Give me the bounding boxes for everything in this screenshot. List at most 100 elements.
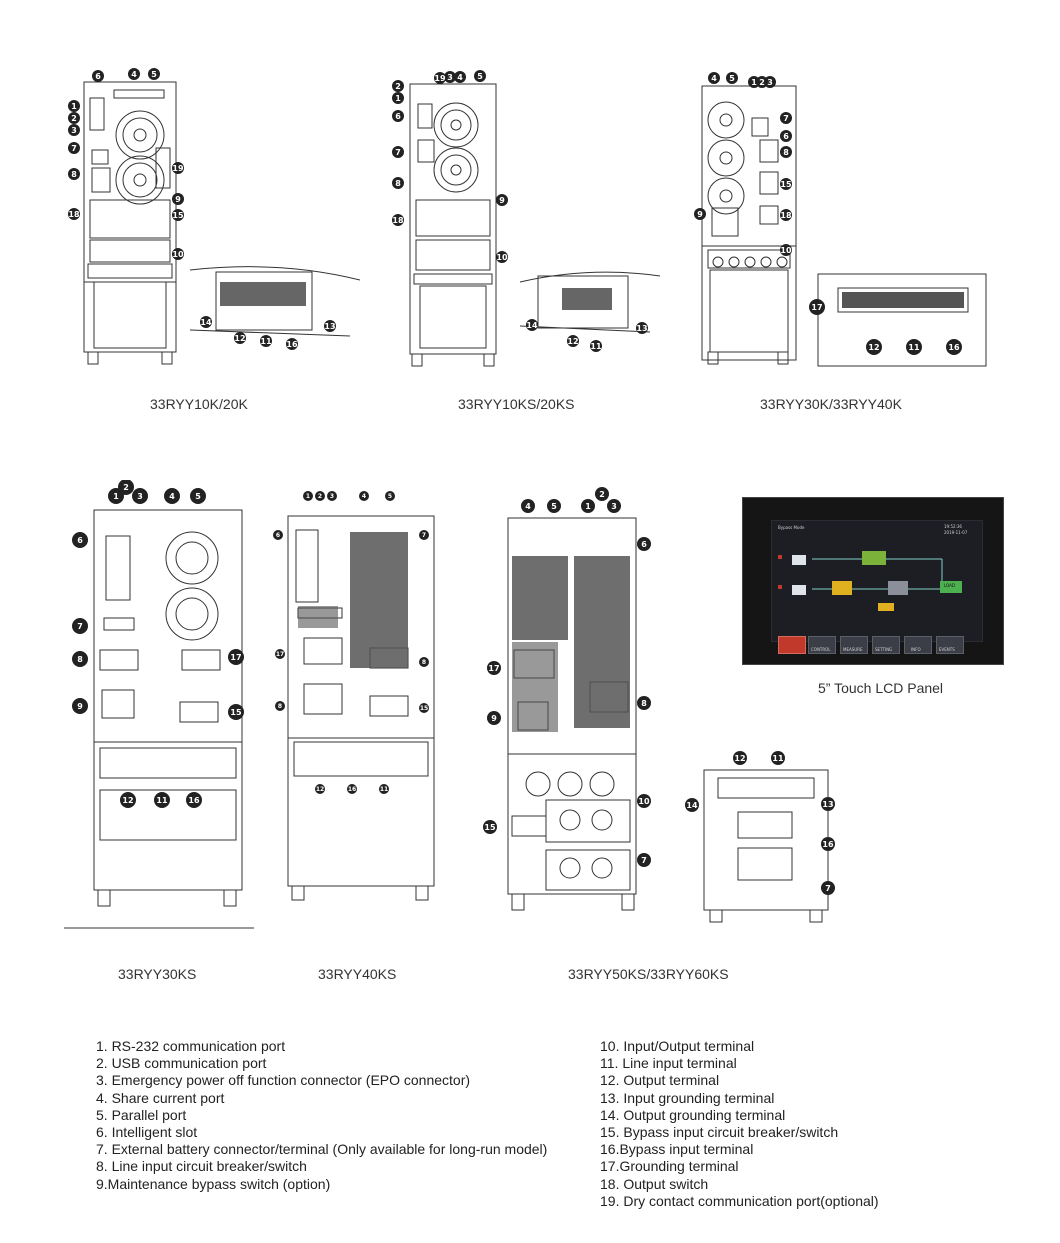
svg-text:5: 5 xyxy=(388,493,392,500)
lcd-date: 2019-11-07 xyxy=(944,530,968,535)
legend-item-15: 15. Bypass input circuit breaker/switch xyxy=(600,1124,839,1141)
svg-text:5: 5 xyxy=(151,70,157,79)
svg-text:3: 3 xyxy=(611,502,617,511)
svg-text:17: 17 xyxy=(811,303,822,312)
svg-text:11: 11 xyxy=(590,342,602,351)
svg-text:6: 6 xyxy=(95,72,101,81)
svg-text:6: 6 xyxy=(395,112,401,121)
svg-text:16: 16 xyxy=(822,840,834,849)
lcd-mode-label: Bypass Mode xyxy=(778,525,805,530)
legend-item-17: 17.Grounding terminal xyxy=(600,1158,739,1175)
legend-right: 10. Input/Output terminal 11. Line input… xyxy=(600,1038,879,1210)
svg-text:14: 14 xyxy=(686,801,698,810)
caption-50ks-60ks: 33RYY50KS/33RYY60KS xyxy=(568,966,729,982)
legend-item-16: 16.Bypass input terminal xyxy=(600,1141,754,1158)
svg-text:12: 12 xyxy=(316,786,324,793)
lcd-events-label: EVENTS xyxy=(939,647,955,652)
svg-text:2: 2 xyxy=(599,490,605,499)
svg-text:15: 15 xyxy=(230,708,242,717)
legend-item-9: 9.Maintenance bypass switch (option) xyxy=(96,1175,331,1192)
lcd-home-button[interactable] xyxy=(778,636,806,654)
svg-text:4: 4 xyxy=(525,502,531,511)
svg-text:5: 5 xyxy=(729,74,735,83)
svg-text:8: 8 xyxy=(71,170,77,179)
lcd-measure-label: MEASURE xyxy=(843,647,863,652)
legend-item-7: 7. External battery connector/terminal (… xyxy=(96,1141,548,1158)
legend-item-19: 19. Dry contact communication port(optio… xyxy=(600,1192,879,1209)
svg-text:6: 6 xyxy=(641,540,647,549)
svg-text:17: 17 xyxy=(230,653,241,662)
svg-text:10: 10 xyxy=(780,246,792,255)
caption-30k-40k: 33RYY30K/33RYY40K xyxy=(760,396,902,412)
svg-text:9: 9 xyxy=(491,714,497,723)
svg-text:13: 13 xyxy=(636,324,647,333)
svg-text:5: 5 xyxy=(195,492,201,501)
svg-text:1: 1 xyxy=(71,102,77,111)
svg-text:12: 12 xyxy=(868,343,879,352)
lcd-events-button[interactable]: EVENTS xyxy=(936,636,964,654)
svg-text:13: 13 xyxy=(324,322,335,331)
svg-text:1: 1 xyxy=(113,492,119,501)
legend-item-4: 4. Share current port xyxy=(96,1089,225,1106)
svg-text:1: 1 xyxy=(306,493,310,500)
legend-item-3: 3. Emergency power off function connecto… xyxy=(96,1072,471,1089)
svg-text:18: 18 xyxy=(780,211,792,220)
legend-item-18: 18. Output switch xyxy=(600,1175,709,1192)
svg-text:5: 5 xyxy=(477,72,483,81)
legend-item-14: 14. Output grounding terminal xyxy=(600,1106,786,1123)
svg-text:7: 7 xyxy=(641,856,647,865)
svg-text:11: 11 xyxy=(908,343,920,352)
svg-text:3: 3 xyxy=(767,78,773,87)
svg-text:15: 15 xyxy=(172,211,184,220)
lcd-time: 19:52:36 xyxy=(944,524,962,529)
svg-text:9: 9 xyxy=(77,702,83,711)
svg-text:15: 15 xyxy=(420,705,428,712)
svg-text:6: 6 xyxy=(783,132,789,141)
svg-text:1: 1 xyxy=(751,78,757,87)
svg-text:16: 16 xyxy=(948,343,960,352)
svg-text:19: 19 xyxy=(172,164,184,173)
svg-text:8: 8 xyxy=(395,179,401,188)
lcd-setting-button[interactable]: SETTING xyxy=(872,636,900,654)
svg-text:12: 12 xyxy=(567,337,578,346)
caption-10ks-20ks: 33RYY10KS/20KS xyxy=(458,396,575,412)
svg-text:8: 8 xyxy=(77,655,83,664)
lcd-info-button[interactable]: INFO xyxy=(904,636,932,654)
svg-text:2: 2 xyxy=(759,78,765,87)
legend-item-8: 8. Line input circuit breaker/switch xyxy=(96,1158,307,1175)
legend-item-10: 10. Input/Output terminal xyxy=(600,1038,755,1054)
svg-text:2: 2 xyxy=(71,114,77,123)
svg-text:7: 7 xyxy=(77,622,83,631)
lcd-control-button[interactable]: CONTROL xyxy=(808,636,836,654)
svg-text:11: 11 xyxy=(156,796,168,805)
svg-text:4: 4 xyxy=(362,493,366,500)
svg-text:17: 17 xyxy=(488,664,499,673)
svg-text:12: 12 xyxy=(234,334,245,343)
caption-lcd-panel: 5” Touch LCD Panel xyxy=(818,680,944,696)
svg-text:3: 3 xyxy=(330,493,334,500)
svg-text:18: 18 xyxy=(392,216,404,225)
svg-text:17: 17 xyxy=(276,651,284,658)
svg-text:1: 1 xyxy=(585,502,591,511)
legend-item-2: 2. USB communication port xyxy=(96,1055,267,1072)
caption-10k-20k: 33RYY10K/20K xyxy=(150,396,248,412)
legend-item-5: 5. Parallel port xyxy=(96,1106,187,1123)
svg-text:11: 11 xyxy=(772,754,784,763)
legend-item-6: 6. Intelligent slot xyxy=(96,1124,198,1141)
svg-text:14: 14 xyxy=(200,318,212,327)
svg-text:9: 9 xyxy=(175,195,181,204)
lcd-measure-button[interactable]: MEASURE xyxy=(840,636,868,654)
svg-text:4: 4 xyxy=(711,74,717,83)
svg-text:2: 2 xyxy=(395,82,401,91)
svg-text:16: 16 xyxy=(188,796,200,805)
svg-text:15: 15 xyxy=(780,180,792,189)
svg-text:10: 10 xyxy=(496,253,508,262)
svg-text:4: 4 xyxy=(131,70,137,79)
svg-text:15: 15 xyxy=(484,823,496,832)
svg-text:6: 6 xyxy=(77,536,83,545)
svg-text:13: 13 xyxy=(822,800,833,809)
